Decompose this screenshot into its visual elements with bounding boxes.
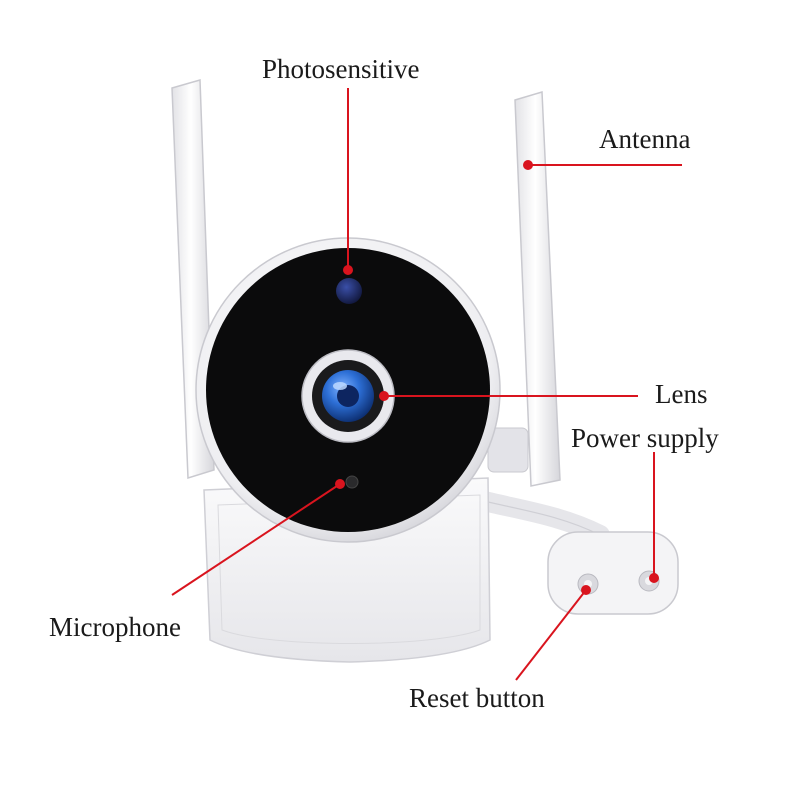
microphone-leader (171, 483, 341, 596)
power-supply-label: Power supply (571, 423, 719, 453)
lens-label: Lens (655, 379, 708, 409)
power-connector (547, 531, 679, 615)
antenna-label: Antenna (599, 124, 691, 154)
right-antenna (514, 91, 561, 487)
reset-button-label: Reset button (409, 683, 545, 713)
power-cable (470, 490, 610, 545)
microphone-label: Microphone (49, 612, 181, 642)
reset-button-leader (515, 589, 587, 681)
lens-assembly (301, 349, 395, 443)
photosensitive-label: Photosensitive (262, 54, 420, 84)
photosensitive-sensor (336, 278, 362, 304)
microphone-hole (345, 475, 359, 489)
